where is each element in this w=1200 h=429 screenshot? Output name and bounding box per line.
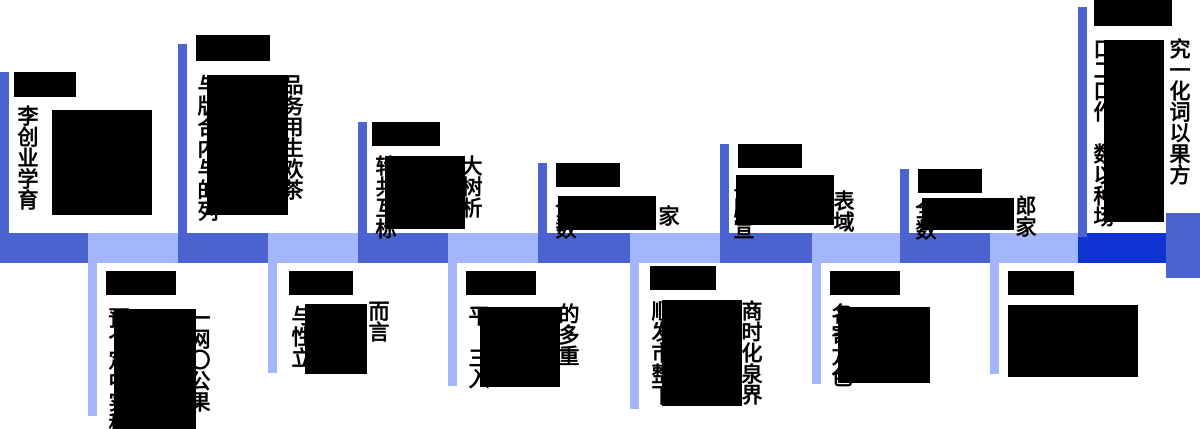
connector-stem-node-13: [990, 263, 999, 374]
timeline-segment-11: [900, 233, 990, 263]
redacted-body-node-11: [662, 300, 742, 406]
connector-stem-node-6: [900, 169, 909, 237]
redacted-title-node-7: [1094, 0, 1172, 26]
redacted-title-node-8: [106, 271, 176, 295]
connector-stem-node-12: [812, 263, 821, 384]
connector-stem-node-9: [268, 263, 277, 373]
redacted-body-node-5: [736, 175, 834, 225]
connector-stem-node-2: [178, 44, 187, 237]
redacted-body-node-12: [838, 307, 930, 383]
timeline-segment-13: [1078, 233, 1166, 263]
glyph-fragment-right-node-4: 家: [656, 205, 680, 226]
timeline-segment-2: [88, 233, 178, 263]
timeline-segment-10: [812, 233, 900, 263]
glyph-fragment-right-node-10: 的多重: [556, 303, 580, 366]
timeline-endcap-marker: [1166, 213, 1200, 278]
glyph-fragment-right-node-5: 表域: [831, 190, 855, 232]
connector-stem-node-5: [720, 144, 729, 237]
redacted-title-node-1: [14, 72, 76, 97]
redacted-body-node-2: [207, 75, 288, 215]
redacted-body-node-4: [558, 196, 656, 230]
connector-stem-node-8: [88, 263, 97, 416]
redacted-body-node-10: [480, 307, 560, 387]
timeline-segment-4: [268, 233, 358, 263]
redacted-title-node-12: [830, 271, 900, 295]
redacted-body-node-13: [1008, 305, 1138, 377]
connector-stem-node-3: [358, 122, 367, 237]
redacted-body-node-7: [1104, 40, 1164, 222]
connector-stem-node-11: [630, 263, 639, 409]
redacted-body-node-9: [305, 304, 367, 374]
timeline-segment-5: [358, 233, 448, 263]
redacted-body-node-8: [114, 309, 196, 429]
redacted-title-node-11: [650, 266, 716, 290]
timeline-segment-8: [630, 233, 720, 263]
glyph-fragment-right-node-6: 郎家: [1013, 195, 1037, 237]
redacted-body-node-1: [52, 110, 152, 215]
redacted-title-node-3: [372, 122, 440, 146]
timeline-segment-6: [448, 233, 538, 263]
redacted-title-node-5: [738, 144, 802, 168]
glyph-fragment-right-node-7: 究一化词以果方: [1167, 38, 1191, 185]
timeline-segment-3: [178, 233, 268, 263]
redacted-title-node-10: [466, 271, 536, 295]
timeline-segment-12: [990, 233, 1078, 263]
redacted-body-node-3: [385, 156, 465, 229]
connector-stem-node-4: [538, 163, 547, 237]
redacted-title-node-6: [918, 169, 982, 193]
redacted-body-node-6: [922, 198, 1014, 230]
timeline-segment-1: [0, 233, 88, 263]
connector-stem-node-1: [0, 72, 9, 237]
redacted-title-node-4: [556, 163, 620, 187]
timeline-axis: [0, 233, 1200, 263]
timeline-segment-7: [538, 233, 630, 263]
glyph-fragment-left-node-1: 李创业学育: [15, 105, 39, 210]
timeline-segment-9: [720, 233, 812, 263]
redacted-title-node-2: [196, 35, 270, 61]
redacted-title-node-9: [289, 271, 353, 295]
connector-stem-node-7: [1078, 7, 1087, 237]
glyph-fragment-right-node-11: 商时化泉界: [739, 300, 763, 405]
redacted-title-node-13: [1008, 271, 1074, 295]
connector-stem-node-10: [448, 263, 457, 386]
glyph-fragment-right-node-9: 而言: [366, 300, 390, 342]
